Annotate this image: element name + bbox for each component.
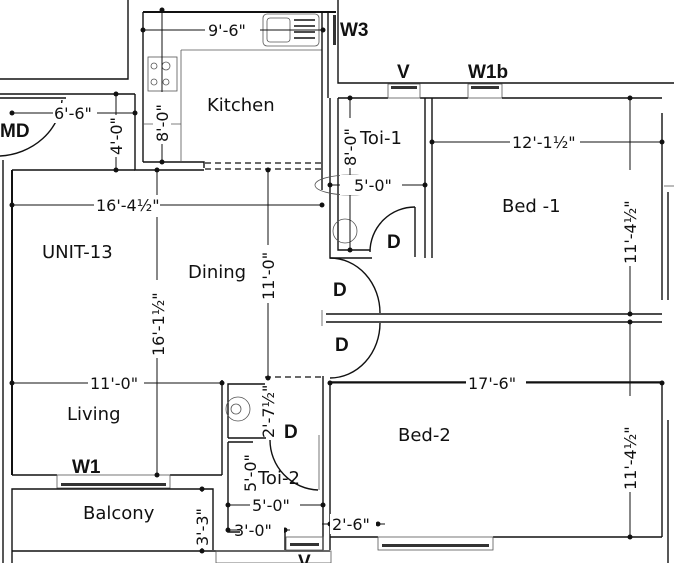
label-main-door: MD <box>0 121 30 142</box>
label-door-bed1: D <box>333 280 347 301</box>
label-ventilator-top: V <box>397 62 410 83</box>
dim-toi1-depth: 8'-0" <box>341 128 360 166</box>
label-window-w1: W1 <box>72 457 101 478</box>
unit-label: UNIT-13 <box>42 242 113 263</box>
dim-bed1-depth: 11'-4½" <box>621 200 640 264</box>
label-door-bed2: D <box>335 335 349 356</box>
room-label-kitchen: Kitchen <box>207 95 275 116</box>
room-label-toilet2: Toi-2 <box>257 468 300 489</box>
dim-living-width: 11'-0" <box>90 374 138 393</box>
dim-dining-width: 16'-4½" <box>96 196 160 215</box>
dim-bed2-door-offset: 2'-6" <box>332 515 370 534</box>
bed-divider-wall <box>321 257 662 379</box>
dim-toi2-upper: 2'-7½" <box>259 385 278 438</box>
neighbor-walls <box>0 0 674 84</box>
room-label-living: Living <box>67 404 121 425</box>
dim-bed2-width: 17'-6" <box>468 374 516 393</box>
dim-dining-depth: 11'-0" <box>259 252 278 300</box>
dimension-dots <box>9 7 665 554</box>
dim-balcony-depth: 3'-3" <box>193 508 212 546</box>
label-ventilator-bottom: V <box>298 552 311 563</box>
dim-kitchen-width: 9'-6" <box>208 21 246 40</box>
toilet2-walls <box>215 376 332 563</box>
dim-kitchen-depth: 8'-0" <box>153 104 172 142</box>
label-window-w3: W3 <box>340 20 369 41</box>
dim-entry-depth: 4'-0" <box>107 117 126 155</box>
room-label-dining: Dining <box>188 262 246 283</box>
door-toi1-swing <box>369 206 416 253</box>
door-bed2-swing <box>329 322 381 379</box>
dim-toi2-depth: 5'-0" <box>241 454 260 492</box>
dim-toi2-lower: 3'-0" <box>234 521 272 540</box>
dim-living-depth: 16'-1½" <box>149 292 168 356</box>
label-window-w1b: W1b <box>468 62 508 83</box>
door-bed1-swing <box>329 257 381 314</box>
dim-toi2-width: 5'-0" <box>252 496 290 515</box>
dim-toi1-width: 5'-0" <box>354 176 392 195</box>
room-label-bed1: Bed -1 <box>502 196 561 217</box>
living-bottom-wall <box>12 380 223 489</box>
room-label-bed2: Bed-2 <box>398 425 451 446</box>
room-label-toilet1: Toi-1 <box>359 128 402 149</box>
window-w3 <box>333 15 336 45</box>
dim-bed1-width: 12'-1½" <box>512 133 576 152</box>
kitchen-walls <box>0 11 336 190</box>
dim-entry-width: 6'-6" <box>54 104 92 123</box>
room-label-balcony: Balcony <box>83 503 155 524</box>
label-door-toi1: D <box>387 232 401 253</box>
dim-bed2-depth: 11'-4½" <box>621 426 640 490</box>
bed1-walls <box>467 83 674 300</box>
label-door-toi2: D <box>284 422 298 443</box>
door-toi2-swing <box>269 439 319 491</box>
